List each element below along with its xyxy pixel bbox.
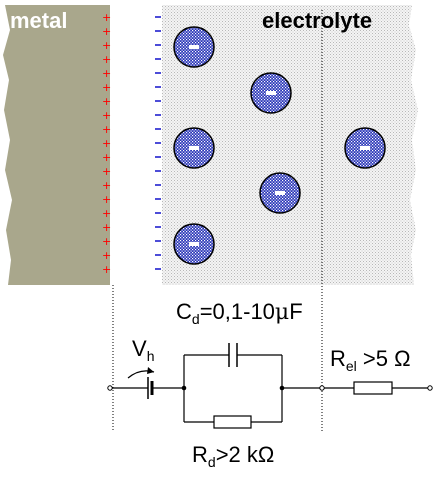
positive-charge: + [102,123,111,136]
ion [344,127,386,169]
metal-electrode [3,5,110,285]
positive-charge: + [102,263,111,276]
positive-charge: + [102,249,111,262]
circuit-nodes [107,385,433,391]
negative-charges [155,16,161,270]
ion [173,223,215,265]
positive-charge: + [102,39,111,52]
positive-charge: + [102,221,111,234]
ion-charge-sign [189,45,199,49]
positive-charge: + [102,109,111,122]
electrolyte-label: electrolyte [262,8,372,33]
capacitance-label: Cd=0,1-10μF [176,299,303,327]
ion [259,172,301,214]
positive-charge: + [102,235,111,248]
positive-charge: + [102,193,111,206]
metal-label: metal [10,8,67,33]
positive-charge: + [102,25,111,38]
half-cell-label: Vh [132,336,154,364]
ion-charge-sign [189,146,199,150]
double-layer-resistor [213,415,252,429]
positive-charge: + [102,165,111,178]
positive-charges: +++++++++++++++++++ [102,11,111,276]
double-layer-resistance-label: Rd>2 kΩ [192,442,274,470]
ion-charge-sign [189,242,199,246]
electrolyte-region [162,5,418,285]
positive-charge: + [102,207,111,220]
electrolyte-resistance-label: Rel >5 Ω [330,346,411,374]
positive-charge: + [102,53,111,66]
positive-charge: + [102,179,111,192]
ion-charge-sign [360,146,370,150]
positive-charge: + [102,81,111,94]
ion [173,127,215,169]
ion [250,72,292,114]
ion [173,26,215,68]
positive-charge: + [102,11,111,24]
positive-charge: + [102,67,111,80]
ion-charge-sign [266,91,276,95]
electrolyte-resistor [353,381,393,395]
ion-charge-sign [275,191,285,195]
half-cell-voltage-source [147,377,154,399]
double-layer-capacitor [228,343,238,367]
positive-charge: + [102,151,111,164]
ions [173,26,386,265]
positive-charge: + [102,95,111,108]
positive-charge: + [102,137,111,150]
